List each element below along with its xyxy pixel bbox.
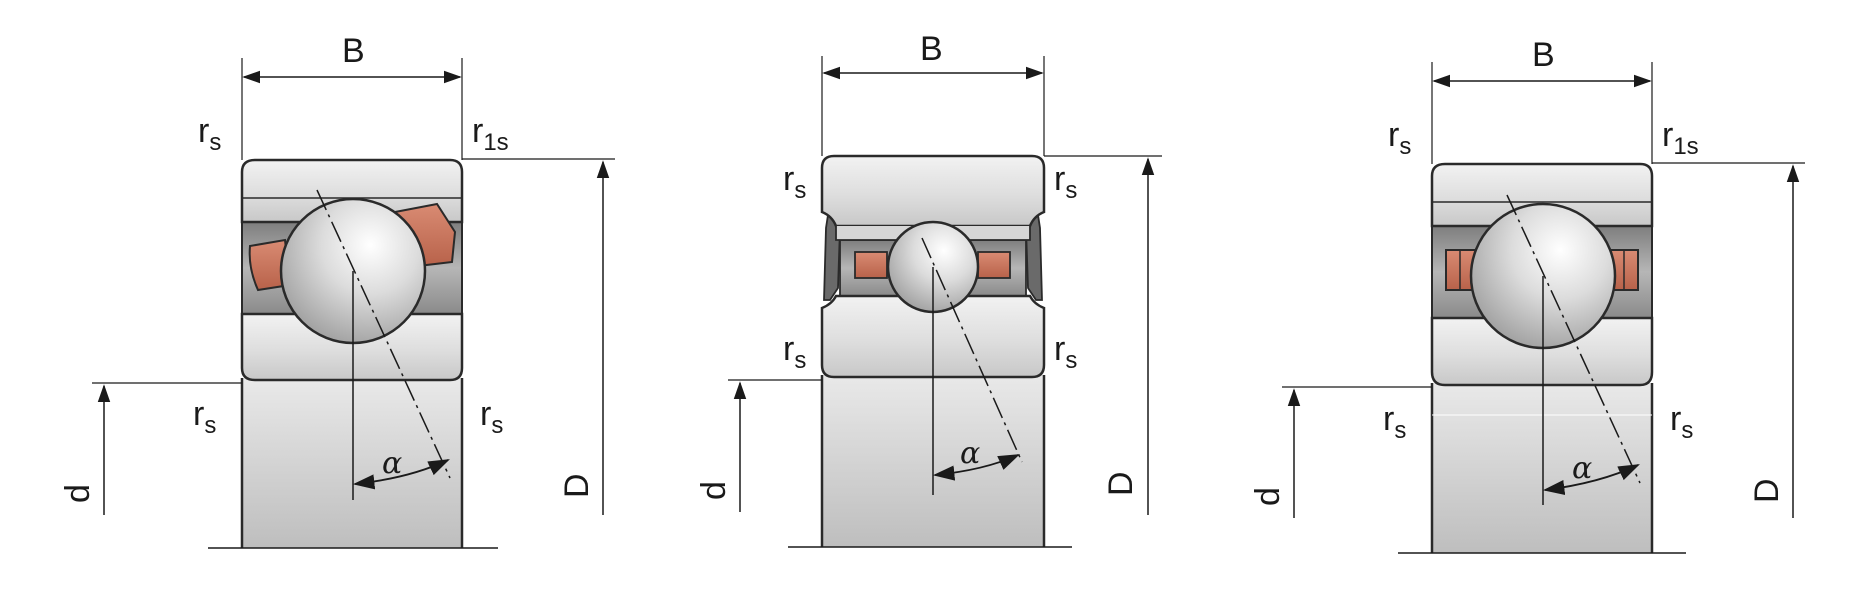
bearing-left: α B D d rs r1s rs rs [59, 32, 615, 549]
alpha-label: α [960, 436, 980, 471]
bearing-right: α B D d rs r1s rs rs [1249, 36, 1805, 554]
chamfer-label-inner-right: rs [1054, 330, 1077, 374]
bore-diameter-label: d [1249, 487, 1287, 506]
outer-diameter-label: D [558, 473, 596, 498]
width-label: B [342, 32, 365, 70]
width-label: B [1532, 36, 1555, 74]
outer-diameter-label: D [1102, 471, 1140, 496]
outer-diameter-label: D [1748, 478, 1786, 503]
alpha-label: α [382, 446, 402, 481]
chamfer-label-outer-left: rs [783, 160, 806, 204]
alpha-label: α [1572, 451, 1592, 486]
bore-area [242, 378, 462, 548]
bearing-middle: α B D d rs rs rs rs [695, 30, 1162, 548]
inner-ring [1430, 316, 1654, 387]
width-label: B [920, 30, 943, 68]
chamfer-label-top-left: rs [198, 112, 221, 156]
outer-ring [240, 158, 464, 224]
chamfer-label-low-right: rs [480, 395, 503, 439]
bore-diameter-label: d [59, 484, 97, 503]
inner-ring [240, 312, 464, 382]
chamfer-label-top-left: rs [1388, 116, 1411, 160]
chamfer-label-top-right: r1s [472, 112, 509, 156]
chamfer-label-low-left: rs [193, 395, 216, 439]
chamfer-label-inner-left: rs [783, 330, 806, 374]
cage-right-pocket [977, 251, 1011, 279]
chamfer-label-low-left: rs [1383, 400, 1406, 444]
outer-ring [820, 154, 1046, 228]
chamfer-label-top-right: r1s [1662, 116, 1699, 160]
chamfer-label-outer-right: rs [1054, 160, 1077, 204]
chamfer-label-low-right: rs [1670, 400, 1693, 444]
cage-left-pocket [854, 251, 888, 279]
bore-area [1432, 383, 1652, 553]
bore-diameter-label: d [695, 481, 733, 500]
outer-ring [1430, 162, 1654, 228]
